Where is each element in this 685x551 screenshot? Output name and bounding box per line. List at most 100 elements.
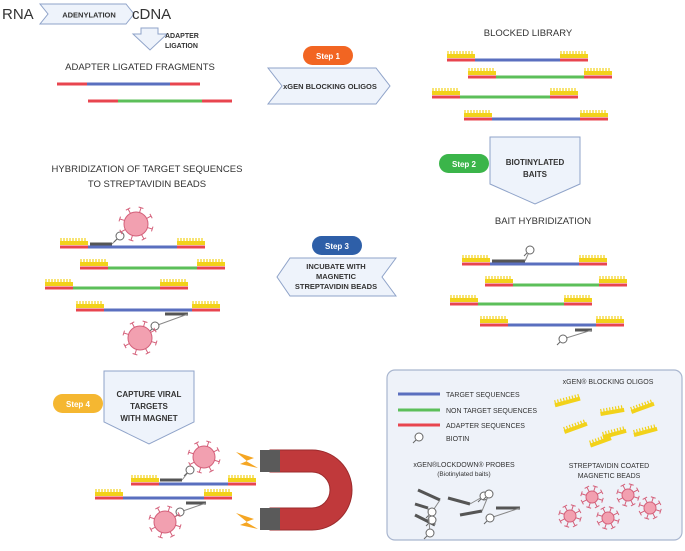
bead-strand-4	[76, 301, 220, 312]
biotin-icon	[483, 513, 495, 525]
step-3-action-3: STREPTAVIDIN BEADS	[295, 282, 377, 291]
step-1-action: xGEN BLOCKING OLIGOS	[283, 82, 377, 91]
step-4-action-1: CAPTURE VIRAL	[117, 390, 182, 399]
biotin-icon	[183, 465, 195, 477]
bead-strand-2	[80, 259, 225, 270]
blocked-strand-3	[432, 88, 578, 99]
streptavidin-bead-icon	[122, 320, 158, 356]
bait-strand-4	[480, 316, 624, 327]
bait-probe-2	[556, 328, 593, 346]
step-1-badge: Step 1	[303, 46, 353, 65]
step-1-arrow: xGEN BLOCKING OLIGOS	[266, 67, 391, 105]
magnet-icon	[260, 449, 353, 531]
legend-target: TARGET SEQUENCES	[398, 392, 520, 399]
bait-probe-1	[492, 245, 535, 263]
step-3-badge: Step 3	[312, 236, 362, 255]
step-3-action-1: INCUBATE WITH	[306, 262, 365, 271]
legend-nontarget-label: NON TARGET SEQUENCES	[446, 408, 537, 415]
biotin-icon	[556, 334, 568, 346]
cdna-label: cDNA	[132, 6, 171, 23]
bait-hybridization-title: BAIT HYBRIDIZATION	[495, 216, 591, 227]
blocked-strand-4	[464, 110, 608, 121]
adenylation-arrow: ADENYLATION	[38, 3, 135, 25]
blocking-oligo	[633, 424, 658, 437]
capture-strand-2	[95, 489, 232, 500]
streptavidin-bead-icon	[638, 496, 662, 520]
step-4-action-2: TARGETS	[130, 402, 168, 411]
legend-nontarget: NON TARGET SEQUENCES	[398, 408, 537, 415]
legend-biotin: BIOTIN	[412, 432, 469, 444]
legend-probes-title-1: xGEN®LOCKDOWN® PROBES	[413, 461, 515, 469]
blocking-oligo	[589, 434, 612, 448]
step-2-arrow: BIOTINYLATED BAITS	[489, 136, 581, 205]
adapter-ligation-label-2: LIGATION	[165, 43, 198, 50]
streptavidin-bead-icon	[596, 506, 620, 530]
step-3-arrow: INCUBATE WITH MAGNETIC STREPTAVIDIN BEAD…	[276, 257, 397, 297]
step-2-badge: Step 2	[439, 154, 489, 173]
legend-adapter-label: ADAPTER SEQUENCES	[446, 423, 525, 430]
legend-beads-title-1: STREPTAVIDIN COATED	[569, 463, 650, 470]
blocking-oligo	[554, 393, 581, 408]
bait-strand-3	[450, 295, 592, 306]
biotin-icon	[482, 489, 494, 501]
lockdown-probe	[483, 506, 521, 525]
biotin-icon	[113, 231, 125, 243]
legend-probes-title-2: (Biotinylated baits)	[437, 471, 490, 478]
step-3-action-2: MAGNETIC	[316, 272, 357, 281]
lockdown-probe	[414, 502, 435, 540]
adapter-ligation-label-1: ADAPTER	[165, 33, 199, 40]
lightning-bolt-icon	[236, 452, 258, 529]
rna-label: RNA	[2, 6, 34, 23]
blocked-library-title: BLOCKED LIBRARY	[484, 28, 573, 39]
legend-biotin-label: BIOTIN	[446, 436, 469, 443]
bait-strand-1	[462, 255, 607, 266]
bait-strand-2	[485, 276, 627, 287]
hybridization-title-1: HYBRIDIZATION OF TARGET SEQUENCES	[52, 164, 243, 175]
blocking-oligo	[563, 419, 588, 434]
capture-strand-1	[131, 475, 256, 486]
capture-probe-2	[173, 501, 207, 519]
blocking-oligo	[600, 405, 625, 417]
bead-probe-2	[148, 312, 189, 333]
step-4-action-3: WITH MAGNET	[120, 414, 177, 423]
blocked-strand-1	[447, 51, 588, 62]
capture-probe-1	[160, 465, 195, 482]
step-4-arrow: CAPTURE VIRAL TARGETS WITH MAGNET	[103, 370, 195, 445]
bead-strand-1	[60, 238, 205, 249]
biotin-icon	[523, 245, 535, 257]
lockdown-probe	[459, 489, 494, 517]
adapter-ligated-title: ADAPTER LIGATED FRAGMENTS	[65, 62, 215, 73]
streptavidin-bead-icon	[187, 440, 221, 474]
streptavidin-bead-icon	[558, 504, 582, 528]
blocking-oligo	[602, 426, 627, 439]
streptavidin-bead-icon	[616, 483, 640, 507]
step-2-label: Step 2	[452, 160, 477, 169]
molecule-layer	[45, 51, 662, 540]
bead-strand-3	[45, 279, 188, 290]
legend-beads-title-2: MAGNETIC BEADS	[578, 473, 641, 480]
biotin-icon	[425, 515, 437, 527]
streptavidin-bead-icon	[118, 206, 154, 242]
bead-probe-1	[90, 231, 125, 246]
legend-blocking-title: xGEN® BLOCKING OLIGOS	[563, 378, 654, 386]
lockdown-probe	[417, 488, 441, 519]
biotin-icon	[423, 528, 435, 540]
legend-adapter: ADAPTER SEQUENCES	[398, 423, 525, 430]
step-4-badge: Step 4	[53, 394, 103, 413]
step-4-label: Step 4	[66, 400, 91, 409]
lockdown-probe	[414, 513, 437, 527]
step-2-action-2: BAITS	[523, 170, 548, 179]
legend-target-label: TARGET SEQUENCES	[446, 392, 520, 399]
streptavidin-bead-icon	[148, 505, 182, 539]
step-1-label: Step 1	[316, 52, 341, 61]
biotin-icon	[148, 321, 160, 333]
streptavidin-bead-icon	[580, 485, 604, 509]
step-3-label: Step 3	[325, 242, 350, 251]
adenylation-label: ADENYLATION	[62, 11, 116, 20]
blocked-strand-2	[468, 68, 612, 79]
hybridization-title-2: TO STREPTAVIDIN BEADS	[88, 179, 206, 190]
adapter-ligation-arrow	[131, 27, 169, 51]
step-2-action-1: BIOTINYLATED	[506, 158, 565, 167]
